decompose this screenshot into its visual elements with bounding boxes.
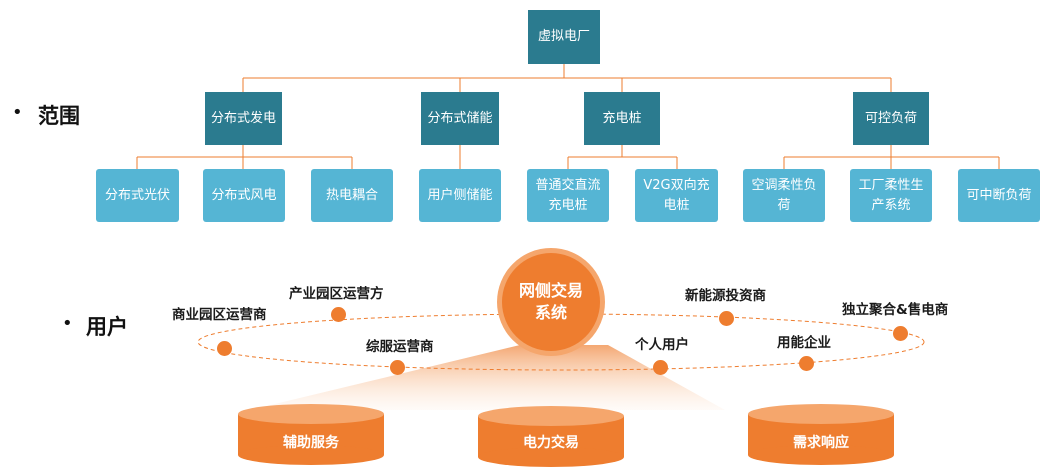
users-heading: 用户 [86, 315, 128, 339]
user-individual: 个人用户 [635, 337, 689, 353]
user-commercial-park-operator: 商业园区运营商 [172, 307, 267, 323]
user-independent-aggregator-retailer: 独立聚合&售电商 [842, 302, 949, 318]
hub-node: 网侧交易 系统 [502, 253, 600, 351]
dot-new-energy-investor [719, 311, 734, 326]
leaf-factory-flexible-production: 工厂柔性生 产系统 [850, 169, 932, 222]
category-controllable-load: 可控负荷 [853, 92, 929, 145]
dot-commercial-park [217, 341, 232, 356]
user-energy-enterprise: 用能企业 [777, 335, 831, 351]
cylinder-demand-response: 需求响应 [748, 404, 894, 465]
dot-independent-aggregator [893, 326, 908, 341]
dot-integrated-service [390, 360, 405, 375]
leaf-ac-flexible-load: 空调柔性负 荷 [743, 169, 825, 222]
cylinder-ancillary-services: 辅助服务 [238, 404, 384, 465]
hub-beam [250, 345, 725, 410]
leaf-v2g-charging: V2G双向充 电桩 [635, 169, 718, 222]
user-integrated-service-operator: 综服运营商 [366, 339, 434, 355]
cylinder-label: 电力交易 [523, 435, 579, 451]
dot-individual-user [653, 360, 668, 375]
cylinder-label: 需求响应 [793, 435, 849, 451]
dot-energy-enterprise [799, 356, 814, 371]
user-new-energy-investor: 新能源投资商 [685, 288, 766, 304]
users-bullet: • [62, 313, 73, 334]
tree-connectors [136, 64, 1000, 169]
leaf-distributed-wind: 分布式风电 [203, 169, 285, 222]
leaf-distributed-pv: 分布式光伏 [96, 169, 179, 222]
leaf-ac-dc-charging: 普通交直流 充电桩 [527, 169, 609, 222]
root-node: 虚拟电厂 [528, 10, 600, 64]
category-distributed-generation: 分布式发电 [205, 92, 282, 145]
category-distributed-storage: 分布式储能 [421, 92, 499, 145]
leaf-chp-coupling: 热电耦合 [311, 169, 393, 222]
category-charging-pile: 充电桩 [584, 92, 660, 145]
cylinder-power-trading: 电力交易 [478, 406, 624, 467]
user-industrial-park-operator: 产业园区运营方 [289, 286, 384, 302]
leaf-interruptible-load: 可中断负荷 [958, 169, 1040, 222]
scope-bullet: • [12, 102, 23, 123]
leaf-user-side-storage: 用户侧储能 [419, 169, 501, 222]
dot-industrial-park [331, 307, 346, 322]
cylinder-label: 辅助服务 [283, 435, 339, 451]
scope-heading: 范围 [38, 104, 80, 128]
